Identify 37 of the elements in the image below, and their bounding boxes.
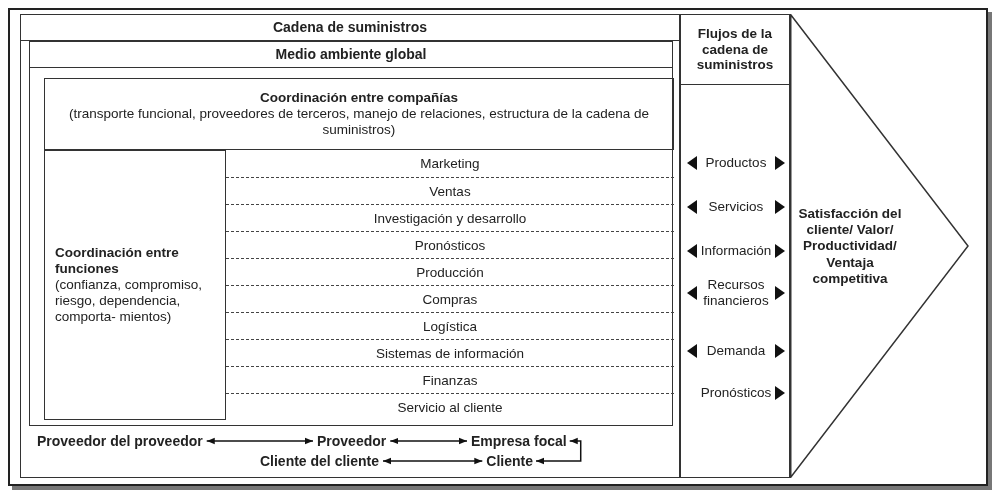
- panel-heading: Medio ambiente global: [30, 42, 672, 68]
- heading: Coordinación entre compañías: [258, 89, 459, 106]
- coordination-box: [44, 78, 674, 150]
- party-label: Proveedor del proveedor: [37, 433, 203, 449]
- function-row: Producción: [226, 258, 674, 285]
- flow-label: Demanda: [706, 343, 766, 359]
- heading: Coordinación entre funciones: [55, 244, 180, 277]
- party-label: Cliente: [486, 453, 533, 469]
- supply-chain-panel: [20, 14, 680, 478]
- flow-label: Servicios: [708, 199, 764, 215]
- outcome-label: Satisfacción del cliente/ Valor/ Productividad/ Ventaja competitiva: [798, 205, 902, 287]
- flow-label: Recursos financieros: [702, 277, 770, 309]
- description: (transporte funcional, proveedores de terceros, manejo de relaciones, estructura de la cadena de suministros): [67, 105, 651, 139]
- function-row: Pronósticos: [226, 231, 674, 258]
- function-row: Ventas: [226, 177, 674, 204]
- function-row: Marketing: [226, 150, 674, 177]
- description: (confianza, compromiso, riesgo, dependencia, comporta- mientos): [55, 276, 204, 326]
- function-row: Finanzas: [226, 366, 674, 393]
- flow-label: Pronósticos: [700, 385, 772, 401]
- function-row: Sistemas de información: [226, 339, 674, 366]
- environment-panel: [29, 41, 673, 426]
- party-label: Proveedor: [317, 433, 387, 449]
- connector-arrow: [382, 457, 484, 465]
- party-label: Cliente del cliente: [259, 453, 379, 469]
- flow-label: Información: [700, 243, 772, 259]
- function-row: Servicio al cliente: [226, 393, 674, 420]
- coordination-box: [44, 150, 226, 420]
- panel-heading: Flujos de la cadena de suministros: [681, 15, 789, 85]
- flow-label: Productos: [705, 155, 767, 171]
- function-row: Investigación y desarrollo: [226, 204, 674, 231]
- connector-arrow: [389, 437, 468, 445]
- connector-arrow: [535, 437, 582, 465]
- function-row: Compras: [226, 285, 674, 312]
- function-row: Logística: [226, 312, 674, 339]
- panel-heading: Cadena de suministros: [21, 15, 679, 41]
- connector-arrow: [205, 437, 314, 445]
- party-label: Empresa focal: [471, 433, 567, 449]
